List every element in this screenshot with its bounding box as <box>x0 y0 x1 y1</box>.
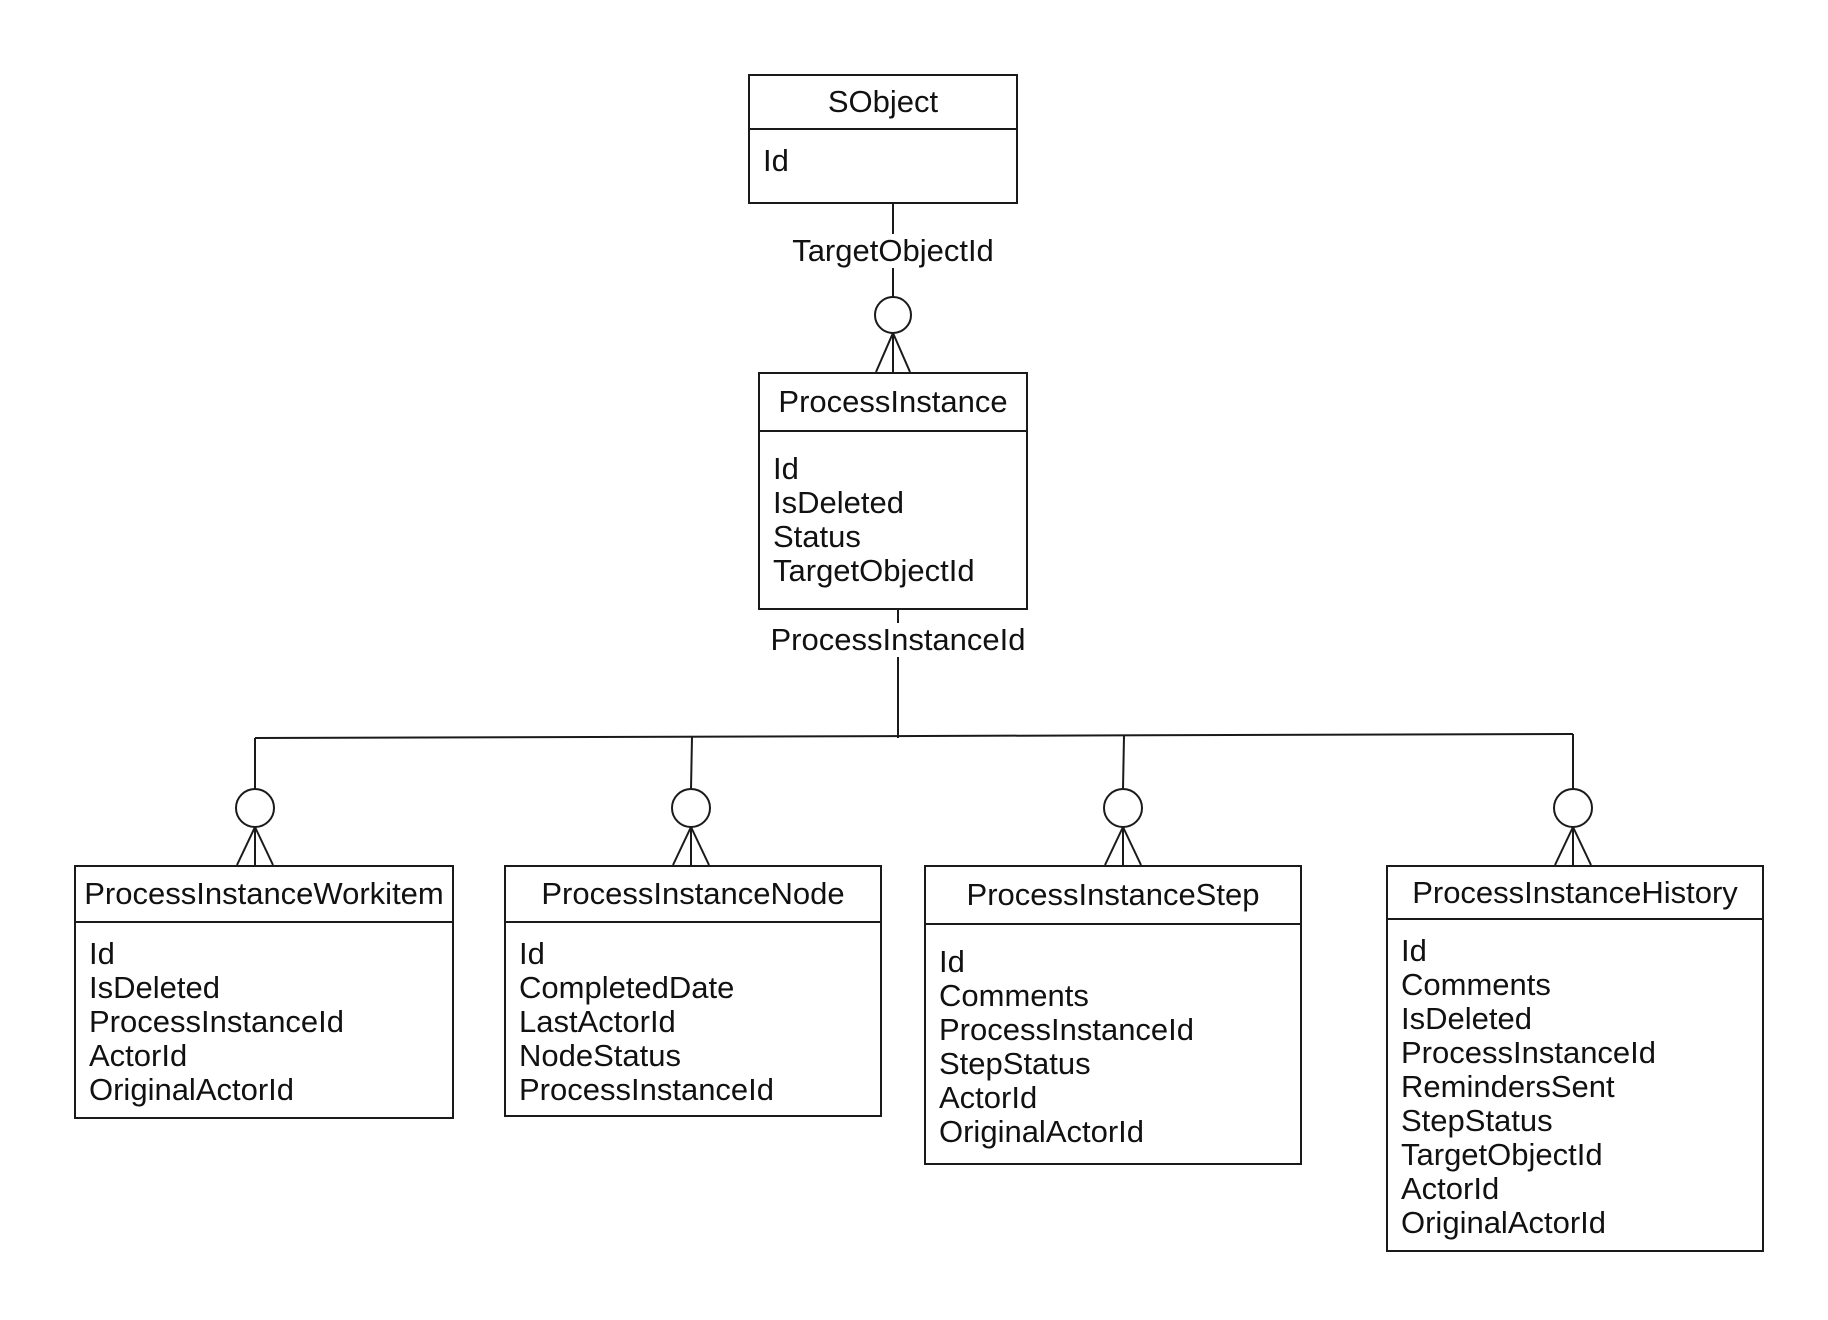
entity-field: TargetObjectId <box>1401 1137 1603 1172</box>
connector-children-bus <box>254 733 1574 739</box>
entity-field: Id <box>1401 933 1427 968</box>
entity-field: ProcessInstanceId <box>1401 1035 1657 1070</box>
entity-field: IsDeleted <box>773 485 904 520</box>
entity-field: Id <box>939 944 965 979</box>
connector-node <box>690 736 693 790</box>
entity-title: SObject <box>750 76 1016 130</box>
entity-field: StepStatus <box>939 1046 1091 1081</box>
entity-title: ProcessInstanceNode <box>506 867 880 923</box>
entity-field: ProcessInstanceId <box>89 1004 345 1039</box>
entity-field: Comments <box>1401 967 1551 1002</box>
entity-process-instance: ProcessInstance Id IsDeleted Status Targ… <box>758 372 1028 610</box>
zero-marker-workitem <box>235 788 275 828</box>
entity-process-instance-history: ProcessInstanceHistory Id Comments IsDel… <box>1386 865 1764 1252</box>
entity-field: ProcessInstanceId <box>519 1072 775 1107</box>
entity-field: OriginalActorId <box>1401 1205 1607 1240</box>
entity-field: Id <box>89 936 115 971</box>
entity-field: OriginalActorId <box>939 1114 1145 1149</box>
entity-field: Id <box>773 451 799 486</box>
entity-field: ProcessInstanceId <box>939 1012 1195 1047</box>
entity-field: OriginalActorId <box>89 1072 295 1107</box>
entity-field: StepStatus <box>1401 1103 1553 1138</box>
entity-process-instance-node: ProcessInstanceNode Id CompletedDate Las… <box>504 865 882 1117</box>
entity-field: IsDeleted <box>89 970 220 1005</box>
relationship-label-target-object: TargetObjectId <box>790 233 996 268</box>
zero-marker-node <box>671 788 711 828</box>
entity-field: Id <box>763 143 789 178</box>
entity-title: ProcessInstanceWorkitem <box>76 867 452 923</box>
entity-field: ActorId <box>939 1080 1038 1115</box>
connector-step <box>1122 735 1125 790</box>
entity-field: TargetObjectId <box>773 553 975 588</box>
entity-field: IsDeleted <box>1401 1001 1532 1036</box>
entity-process-instance-workitem: ProcessInstanceWorkitem Id IsDeleted Pro… <box>74 865 454 1119</box>
entity-title: ProcessInstanceHistory <box>1388 867 1762 920</box>
entity-field: Id <box>519 936 545 971</box>
entity-field: ActorId <box>1401 1171 1500 1206</box>
entity-sobject: SObject Id <box>748 74 1018 204</box>
entity-field: CompletedDate <box>519 970 735 1005</box>
entity-field: ActorId <box>89 1038 188 1073</box>
entity-title: ProcessInstance <box>760 374 1026 432</box>
entity-title: ProcessInstanceStep <box>926 867 1300 925</box>
entity-field: NodeStatus <box>519 1038 681 1073</box>
entity-field: RemindersSent <box>1401 1069 1615 1104</box>
zero-marker-history <box>1553 788 1593 828</box>
zero-marker-step <box>1103 788 1143 828</box>
entity-field: LastActorId <box>519 1004 676 1039</box>
zero-marker-process-instance <box>874 296 912 334</box>
entity-field: Status <box>773 519 861 554</box>
entity-field: Comments <box>939 978 1089 1013</box>
relationship-label-process-instance: ProcessInstanceId <box>768 622 1028 657</box>
entity-process-instance-step: ProcessInstanceStep Id Comments ProcessI… <box>924 865 1302 1165</box>
